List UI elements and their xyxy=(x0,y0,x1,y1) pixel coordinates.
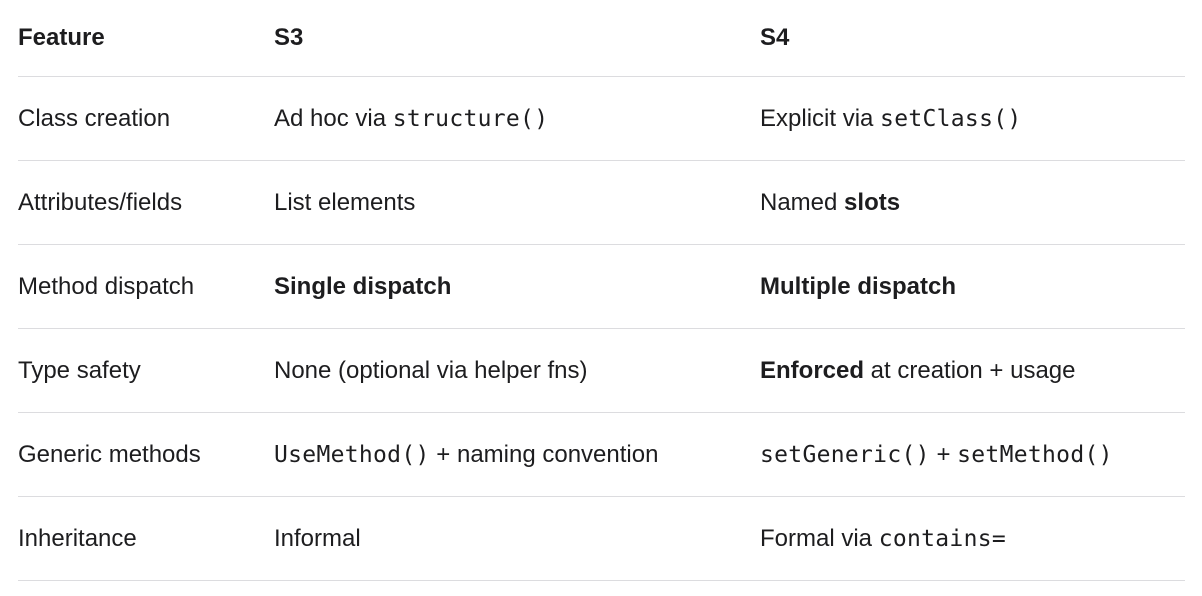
s4-cell: Explicit via setClass() xyxy=(760,76,1185,161)
feature-cell: Attributes/fields xyxy=(18,160,274,245)
table-row: Type safety None (optional via helper fn… xyxy=(18,328,1185,413)
s4-cell: setGeneric() + setMethod() xyxy=(760,412,1185,497)
feature-cell: Class creation xyxy=(18,76,274,161)
s4-cell: Named slots xyxy=(760,160,1185,245)
code-text: structure() xyxy=(392,105,549,132)
table-row: Attributes/fields List elements Named sl… xyxy=(18,160,1185,245)
feature-cell: Method dispatch xyxy=(18,244,274,329)
s3-cell: UseMethod() + naming convention xyxy=(274,412,760,497)
header-row: Feature S3 S4 xyxy=(18,0,1185,77)
table-row: Method dispatch Single dispatch Multiple… xyxy=(18,244,1185,329)
bold-text: slots xyxy=(844,188,901,216)
s3-cell: Single dispatch xyxy=(274,244,760,329)
header-feature: Feature xyxy=(18,0,274,77)
header-s3: S3 xyxy=(274,0,760,77)
code-text: contains= xyxy=(878,525,1007,552)
s3-vs-s4-comparison-table: Feature S3 S4 Class creation Ad hoc via … xyxy=(18,0,1185,581)
table-row: Class creation Ad hoc via structure() Ex… xyxy=(18,76,1185,161)
cell-text: List elements xyxy=(274,188,416,216)
cell-text: at creation + usage xyxy=(864,356,1076,384)
bold-text: Multiple dispatch xyxy=(760,272,957,300)
s3-cell: Informal xyxy=(274,496,760,581)
cell-text: + naming convention xyxy=(429,440,659,468)
cell-text: Explicit via xyxy=(760,104,881,132)
feature-cell: Type safety xyxy=(18,328,274,413)
cell-text: Informal xyxy=(274,524,361,552)
code-text: setGeneric() xyxy=(760,441,930,468)
code-text: setMethod() xyxy=(957,441,1113,468)
table-header: Feature S3 S4 xyxy=(18,0,1185,77)
s3-cell: List elements xyxy=(274,160,760,245)
feature-cell: Generic methods xyxy=(18,412,274,497)
feature-cell: Inheritance xyxy=(18,496,274,581)
cell-text: None (optional via helper fns) xyxy=(274,356,588,384)
table-row: Generic methods UseMethod() + naming con… xyxy=(18,412,1185,497)
comparison-table-container: Feature S3 S4 Class creation Ad hoc via … xyxy=(18,0,1185,581)
s4-cell: Formal via contains= xyxy=(760,496,1185,581)
cell-text: Ad hoc via xyxy=(274,104,393,132)
table-body: Class creation Ad hoc via structure() Ex… xyxy=(18,76,1185,581)
s4-cell: Enforced at creation + usage xyxy=(760,328,1185,413)
s3-cell: None (optional via helper fns) xyxy=(274,328,760,413)
bold-text: Single dispatch xyxy=(274,272,452,300)
s3-cell: Ad hoc via structure() xyxy=(274,76,760,161)
cell-text: Formal via xyxy=(760,524,879,552)
cell-text: + xyxy=(929,440,958,468)
code-text: UseMethod() xyxy=(274,441,430,468)
header-s4: S4 xyxy=(760,0,1185,77)
table-row: Inheritance Informal Formal via contains… xyxy=(18,496,1185,581)
code-text: setClass() xyxy=(880,105,1022,132)
bold-text: Enforced xyxy=(760,356,865,384)
cell-text: Named xyxy=(760,188,845,216)
s4-cell: Multiple dispatch xyxy=(760,244,1185,329)
